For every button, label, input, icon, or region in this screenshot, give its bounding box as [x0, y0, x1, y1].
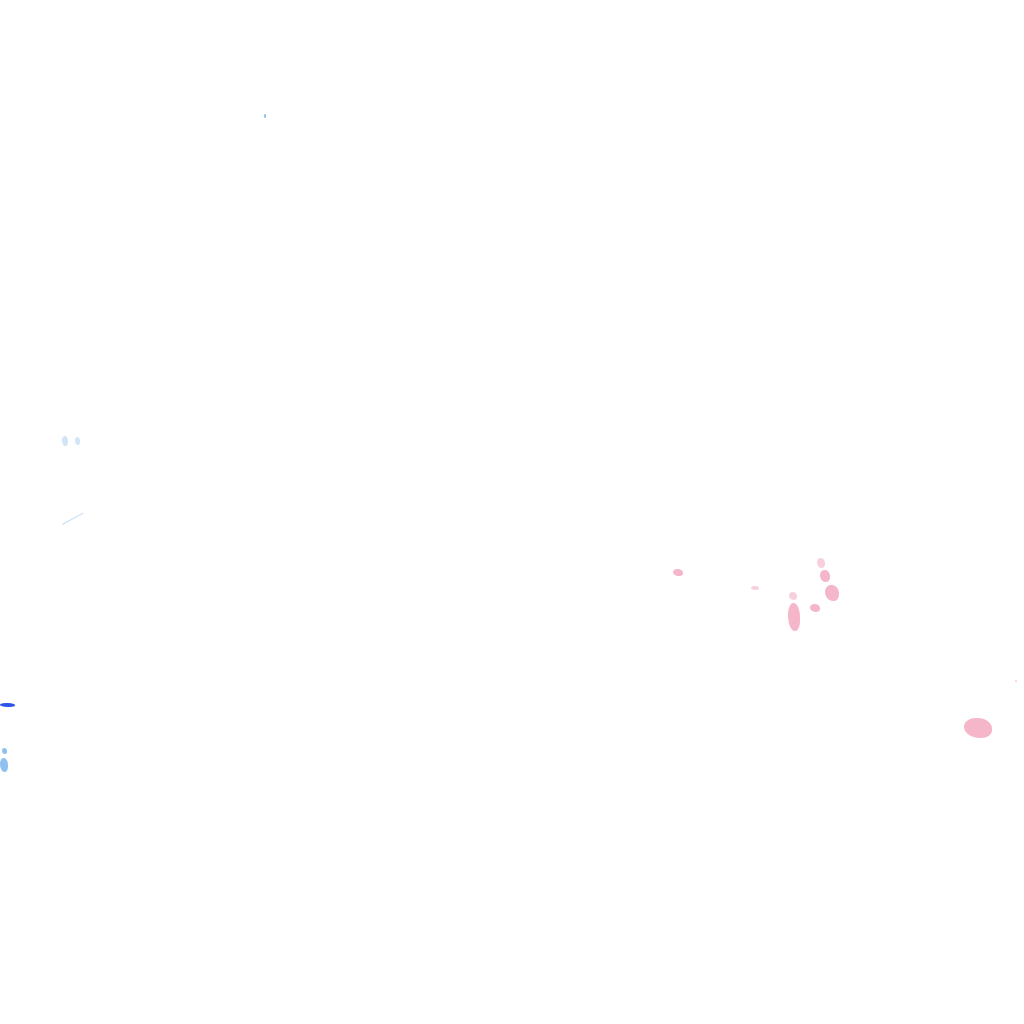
- pink-mark: [751, 586, 759, 590]
- pink-speck: [1015, 680, 1017, 682]
- pink-mark: [820, 570, 830, 582]
- blue-speck: [264, 114, 266, 118]
- blue-mark: [0, 758, 8, 772]
- pink-mark: [964, 718, 992, 738]
- blue-mark: [0, 703, 15, 707]
- pink-mark: [825, 585, 839, 601]
- pink-mark: [817, 558, 825, 568]
- blue-mark: [2, 748, 7, 754]
- blue-mark: [75, 437, 80, 445]
- pink-mark: [810, 604, 820, 612]
- pink-mark: [789, 592, 797, 600]
- pink-mark: [673, 569, 683, 576]
- blue-stroke: [61, 512, 84, 525]
- pink-mark: [788, 603, 800, 631]
- blue-mark: [62, 436, 68, 446]
